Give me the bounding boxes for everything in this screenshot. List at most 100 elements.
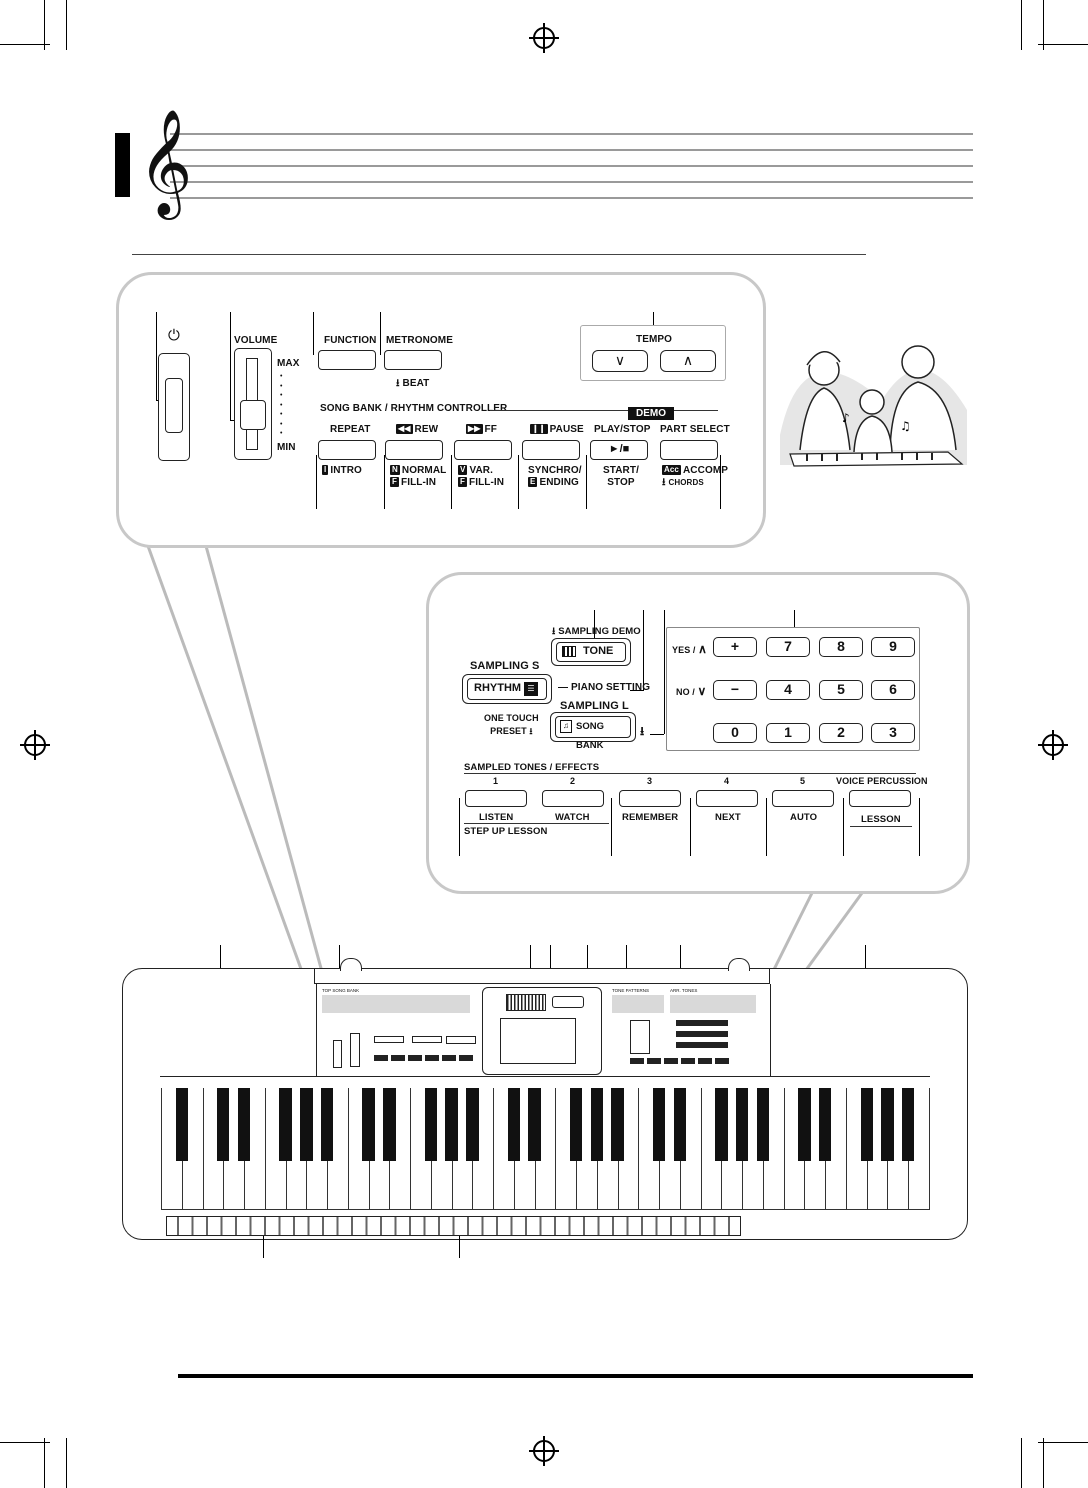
keypad-6-button[interactable]: 6 — [871, 680, 915, 700]
black-key[interactable] — [860, 1088, 873, 1161]
ff-text: FF — [484, 424, 497, 435]
black-key[interactable] — [902, 1088, 915, 1161]
keypad-3-button[interactable]: 3 — [871, 723, 915, 743]
tone-4-button[interactable] — [696, 790, 758, 807]
black-key[interactable] — [715, 1088, 728, 1161]
black-key[interactable] — [300, 1088, 313, 1161]
black-key[interactable] — [735, 1088, 749, 1161]
song-bank-button[interactable]: SONG BANK — [555, 716, 631, 751]
footer-rule — [178, 1374, 973, 1378]
fill-in-text: FILL-IN — [469, 477, 505, 488]
black-key[interactable] — [569, 1088, 583, 1161]
black-key[interactable] — [445, 1088, 458, 1161]
registration-mark — [529, 1436, 559, 1466]
leader-line — [690, 798, 691, 856]
black-key[interactable] — [652, 1088, 666, 1161]
leader-line — [919, 798, 920, 856]
song-bank-controller-label: SONG BANK / RHYTHM CONTROLLER — [320, 403, 508, 414]
crop-mark — [0, 1442, 50, 1443]
pause-button[interactable] — [522, 440, 580, 460]
metronome-button[interactable] — [384, 350, 442, 370]
leader-line — [518, 455, 519, 509]
song-book-icon: ♫ — [560, 720, 572, 733]
black-key[interactable] — [756, 1088, 770, 1161]
intro-text: INTRO — [330, 465, 362, 476]
repeat-button[interactable] — [318, 440, 376, 460]
fill-in-badge: F — [390, 477, 399, 487]
part-select-button[interactable] — [660, 440, 718, 460]
black-key[interactable] — [237, 1088, 251, 1161]
keypad-1-button[interactable]: 1 — [766, 723, 810, 743]
tone-2-button[interactable] — [542, 790, 604, 807]
crop-mark — [1021, 0, 1022, 50]
leader-line — [664, 610, 665, 734]
keypad-minus-button[interactable]: − — [713, 680, 757, 700]
voice-percussion-button[interactable] — [849, 790, 911, 807]
play-stop-button[interactable]: ►/■ — [590, 440, 648, 460]
crop-mark — [1021, 1438, 1022, 1488]
black-key[interactable] — [466, 1088, 479, 1161]
black-key[interactable] — [362, 1088, 375, 1161]
power-icon: ⏻ — [168, 327, 180, 344]
lesson-label: LESSON — [861, 814, 901, 825]
black-key[interactable] — [528, 1088, 541, 1161]
tone-3-button[interactable] — [619, 790, 681, 807]
up-arrow-icon: ∧ — [698, 642, 708, 656]
ff-button[interactable] — [454, 440, 512, 460]
sampling-button-mini[interactable] — [552, 996, 584, 1008]
keypad-7-button[interactable]: 7 — [766, 637, 810, 657]
function-button-mini[interactable] — [374, 1036, 404, 1043]
arr-tones-label: ARR. TONES — [670, 988, 698, 993]
black-key[interactable] — [611, 1088, 624, 1161]
treble-clef-icon: 𝄞 — [138, 108, 193, 215]
sampling-demo-text: SAMPLING DEMO — [558, 626, 641, 637]
keypad-4-button[interactable]: 4 — [766, 680, 810, 700]
header-bar — [115, 133, 130, 197]
black-key[interactable] — [279, 1088, 292, 1161]
keypad-0-button[interactable]: 0 — [713, 723, 757, 743]
black-key[interactable] — [507, 1088, 521, 1161]
volume-max-label: MAX — [277, 358, 300, 369]
keypad-8-button[interactable]: 8 — [819, 637, 863, 657]
black-key[interactable] — [590, 1088, 604, 1161]
tone-5-button[interactable] — [772, 790, 834, 807]
rew-button[interactable] — [385, 440, 443, 460]
black-key[interactable] — [798, 1088, 811, 1161]
hold-icon: ⭳ — [640, 724, 645, 738]
black-key[interactable] — [424, 1088, 438, 1161]
black-key[interactable] — [217, 1088, 230, 1161]
black-key[interactable] — [881, 1088, 894, 1161]
volume-slider-knob[interactable] — [240, 400, 266, 430]
keypad-5-button[interactable]: 5 — [819, 680, 863, 700]
fill-in-text: FILL-IN — [401, 477, 437, 488]
leader-line — [380, 312, 381, 355]
keypad-mini — [676, 1020, 728, 1052]
demo-badge: DEMO — [628, 407, 674, 420]
black-key[interactable] — [383, 1088, 396, 1161]
leader-line — [313, 312, 314, 355]
keypad-9-button[interactable]: 9 — [871, 637, 915, 657]
leader-line — [611, 798, 612, 856]
black-key[interactable] — [320, 1088, 334, 1161]
keypad-2-button[interactable]: 2 — [819, 723, 863, 743]
power-switch-mini[interactable] — [333, 1040, 342, 1068]
power-button[interactable] — [165, 378, 183, 433]
volume-slider-mini[interactable] — [350, 1033, 360, 1067]
chords-text: CHORDS — [668, 478, 704, 487]
black-key[interactable] — [673, 1088, 687, 1161]
keypad-plus-button[interactable]: + — [713, 637, 757, 657]
tone-1-button[interactable] — [465, 790, 527, 807]
black-key[interactable] — [818, 1088, 832, 1161]
function-button[interactable] — [318, 350, 376, 370]
crop-mark — [1038, 1442, 1088, 1443]
tone-number-4: 4 — [724, 776, 730, 786]
tempo-up-button[interactable]: ∧ — [660, 350, 716, 372]
yes-text: YES / — [672, 645, 696, 655]
tempo-down-button[interactable]: ∨ — [592, 350, 648, 372]
piano-setting-label: — PIANO SETTING — [558, 682, 651, 693]
crop-mark — [0, 44, 50, 45]
black-key[interactable] — [175, 1088, 188, 1161]
metronome-button-mini[interactable] — [412, 1036, 442, 1043]
